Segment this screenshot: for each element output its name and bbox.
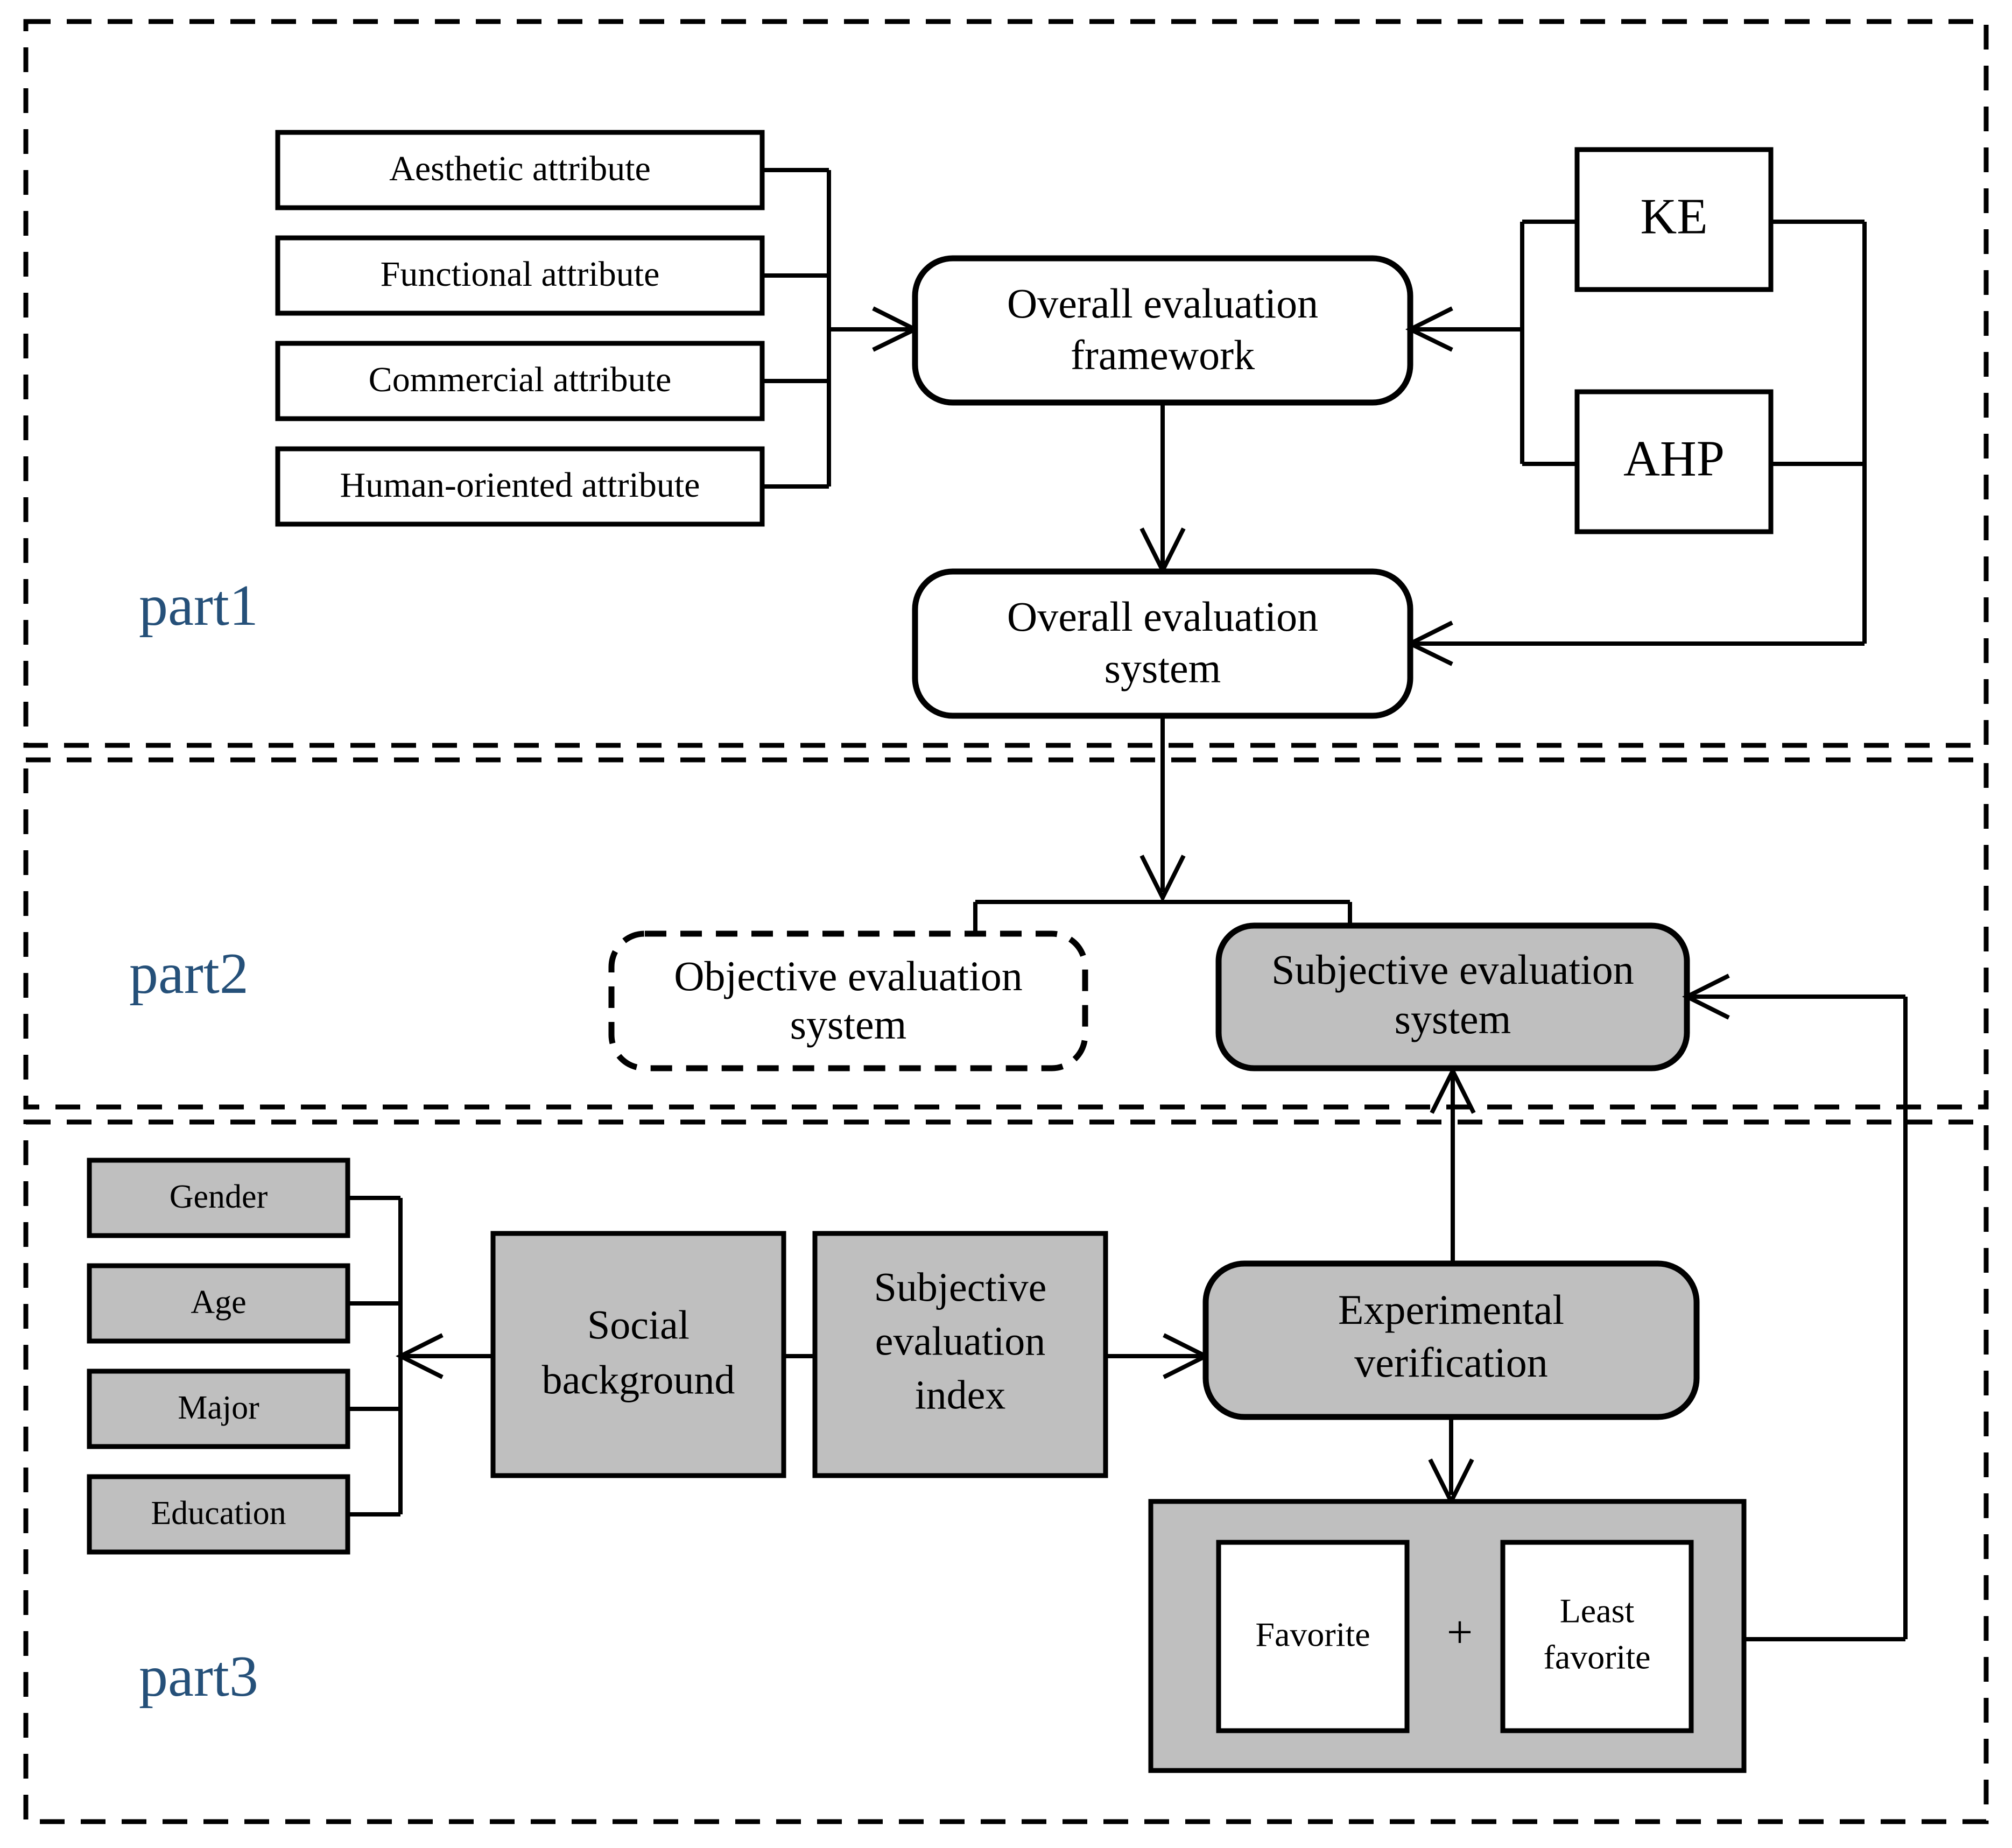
attribute-label: Human-oriented attribute (340, 465, 700, 505)
node-subjective-evaluation-index[interactable]: Subjective evaluation index (812, 1231, 1108, 1478)
methods-output-bracket (1413, 220, 1867, 646)
least-favorite-line2: favorite (1544, 1638, 1651, 1676)
verification-line1: Experimental (1338, 1286, 1564, 1333)
arrowhead-into-split (1139, 855, 1186, 902)
arrowhead-into-subjective-bottom (1430, 1066, 1476, 1114)
arrowhead-into-subjective-right (1682, 974, 1730, 1020)
demographic-label: Major (178, 1389, 259, 1426)
feedback-loop-connector (1690, 994, 1908, 1641)
node-overall-evaluation-system[interactable]: Overall evaluation system (912, 568, 1413, 719)
favorite-label: Favorite (1255, 1616, 1370, 1654)
attribute-box-functional[interactable]: Functional attribute (275, 235, 765, 316)
attribute-bracket-connector (762, 168, 912, 489)
section-part1-border (23, 19, 1989, 748)
section-part2-border (23, 757, 1989, 1110)
node-least-favorite[interactable]: Least favorite (1500, 1540, 1694, 1733)
verification-line2: verification (1354, 1339, 1548, 1386)
section-part3-border (23, 1119, 1989, 1824)
subjective-index-line3: index (915, 1372, 1006, 1417)
attribute-box-human-oriented[interactable]: Human-oriented attribute (275, 446, 765, 527)
framework-label-line2: framework (1071, 331, 1255, 378)
node-experimental-verification[interactable]: Experimental verification (1202, 1260, 1700, 1420)
subjective-index-line1: Subjective (874, 1265, 1047, 1310)
objective-label-line1: Objective evaluation (674, 953, 1023, 999)
attribute-box-aesthetic[interactable]: Aesthetic attribute (275, 130, 765, 210)
social-background-line1: Social (587, 1302, 690, 1348)
demographic-box-major[interactable]: Major (87, 1369, 350, 1449)
demographic-label: Gender (170, 1179, 268, 1215)
subjective-label-line2: system (1395, 996, 1511, 1042)
section-label-part2: part2 (129, 942, 249, 1006)
demographic-label: Age (191, 1284, 246, 1321)
system-label-line1: Overall evaluation (1007, 593, 1318, 640)
node-objective-evaluation-system[interactable]: Objective evaluation system (608, 930, 1088, 1071)
ahp-label: AHP (1623, 431, 1725, 487)
demographic-label: Education (151, 1495, 286, 1532)
node-overall-evaluation-framework[interactable]: Overall evaluation framework (912, 255, 1413, 406)
social-background-line2: background (542, 1357, 735, 1402)
demographic-box-gender[interactable]: Gender (87, 1158, 350, 1238)
demographic-bracket-connector (348, 1196, 493, 1517)
attribute-label: Functional attribute (381, 255, 660, 294)
node-favorite[interactable]: Favorite (1216, 1540, 1410, 1733)
methods-input-bracket (1413, 220, 1577, 466)
attribute-label: Aesthetic attribute (389, 149, 651, 188)
arrowhead-into-demographics (396, 1333, 444, 1379)
demographic-box-education[interactable]: Education (87, 1474, 350, 1555)
section-label-part1: part1 (139, 574, 258, 638)
attribute-box-commercial[interactable]: Commercial attribute (275, 341, 765, 421)
demographic-box-age[interactable]: Age (87, 1263, 350, 1344)
node-subjective-evaluation-system[interactable]: Subjective evaluation system (1215, 922, 1690, 1071)
framework-label-line1: Overall evaluation (1007, 280, 1318, 327)
plus-symbol: + (1447, 1606, 1473, 1658)
arrowhead-into-framework-right (1405, 306, 1453, 352)
least-favorite-line1: Least (1560, 1592, 1635, 1630)
system-label-line2: system (1105, 645, 1221, 692)
subjective-index-line2: evaluation (875, 1318, 1046, 1364)
ke-label: KE (1640, 189, 1707, 245)
section-label-part3: part3 (139, 1645, 258, 1709)
attribute-label: Commercial attribute (369, 360, 672, 399)
subjective-label-line1: Subjective evaluation (1271, 946, 1634, 993)
node-social-background[interactable]: Social background (490, 1231, 786, 1478)
objective-label-line2: system (790, 1001, 907, 1048)
node-ahp[interactable]: AHP (1574, 389, 1774, 534)
node-ke[interactable]: KE (1574, 147, 1774, 292)
